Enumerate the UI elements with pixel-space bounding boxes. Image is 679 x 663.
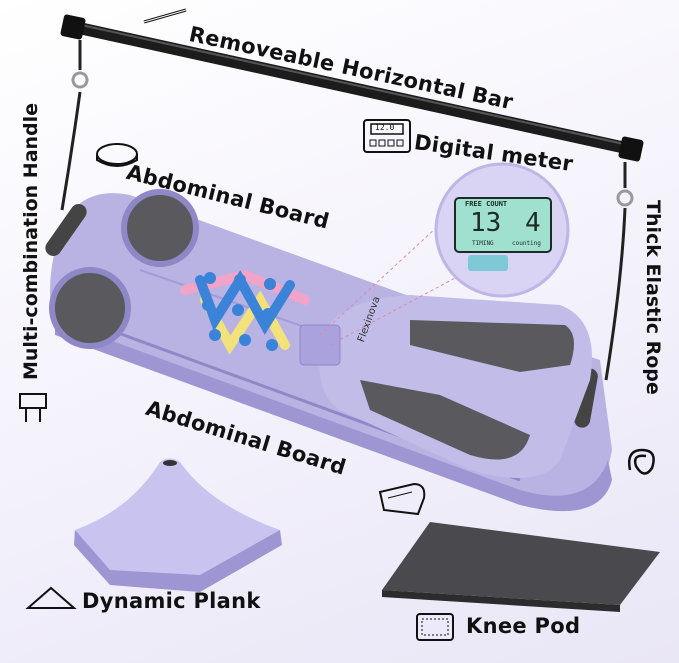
meter-reading-right: 4: [525, 208, 541, 238]
disc-icon: [96, 143, 138, 167]
rope-label: Thick Elastic Rope: [642, 200, 664, 395]
handle-label: Multi-combination Handle: [20, 102, 42, 380]
handle-icon: [19, 393, 47, 422]
meter-sub-left: TIMING: [472, 240, 494, 247]
horizontal-bar: [60, 14, 644, 162]
knee-pad: [382, 522, 660, 612]
abdominal-board: [45, 189, 612, 512]
zoom-connector: [319, 214, 471, 346]
dynamic-plank: [74, 458, 282, 592]
meter-zoom: [434, 162, 570, 298]
plank-icon: [25, 586, 77, 609]
knee-pod-label: Knee Pod: [466, 614, 581, 638]
meter-reading-left: 13: [470, 208, 502, 238]
board-icon: [378, 482, 426, 516]
meter-header: FREE COUNT: [465, 200, 508, 208]
rope-icon: [628, 448, 655, 475]
meter-icon: [363, 119, 411, 153]
elastic-rope: [60, 40, 634, 381]
meter-sub-right: counting: [512, 240, 541, 247]
peg-board: [180, 269, 310, 355]
meter-icon-value: 12.0: [375, 123, 395, 132]
knee-pad-icon: [416, 613, 454, 641]
bar-icon: [143, 8, 187, 24]
dynamic-plank-label: Dynamic Plank: [82, 589, 261, 613]
